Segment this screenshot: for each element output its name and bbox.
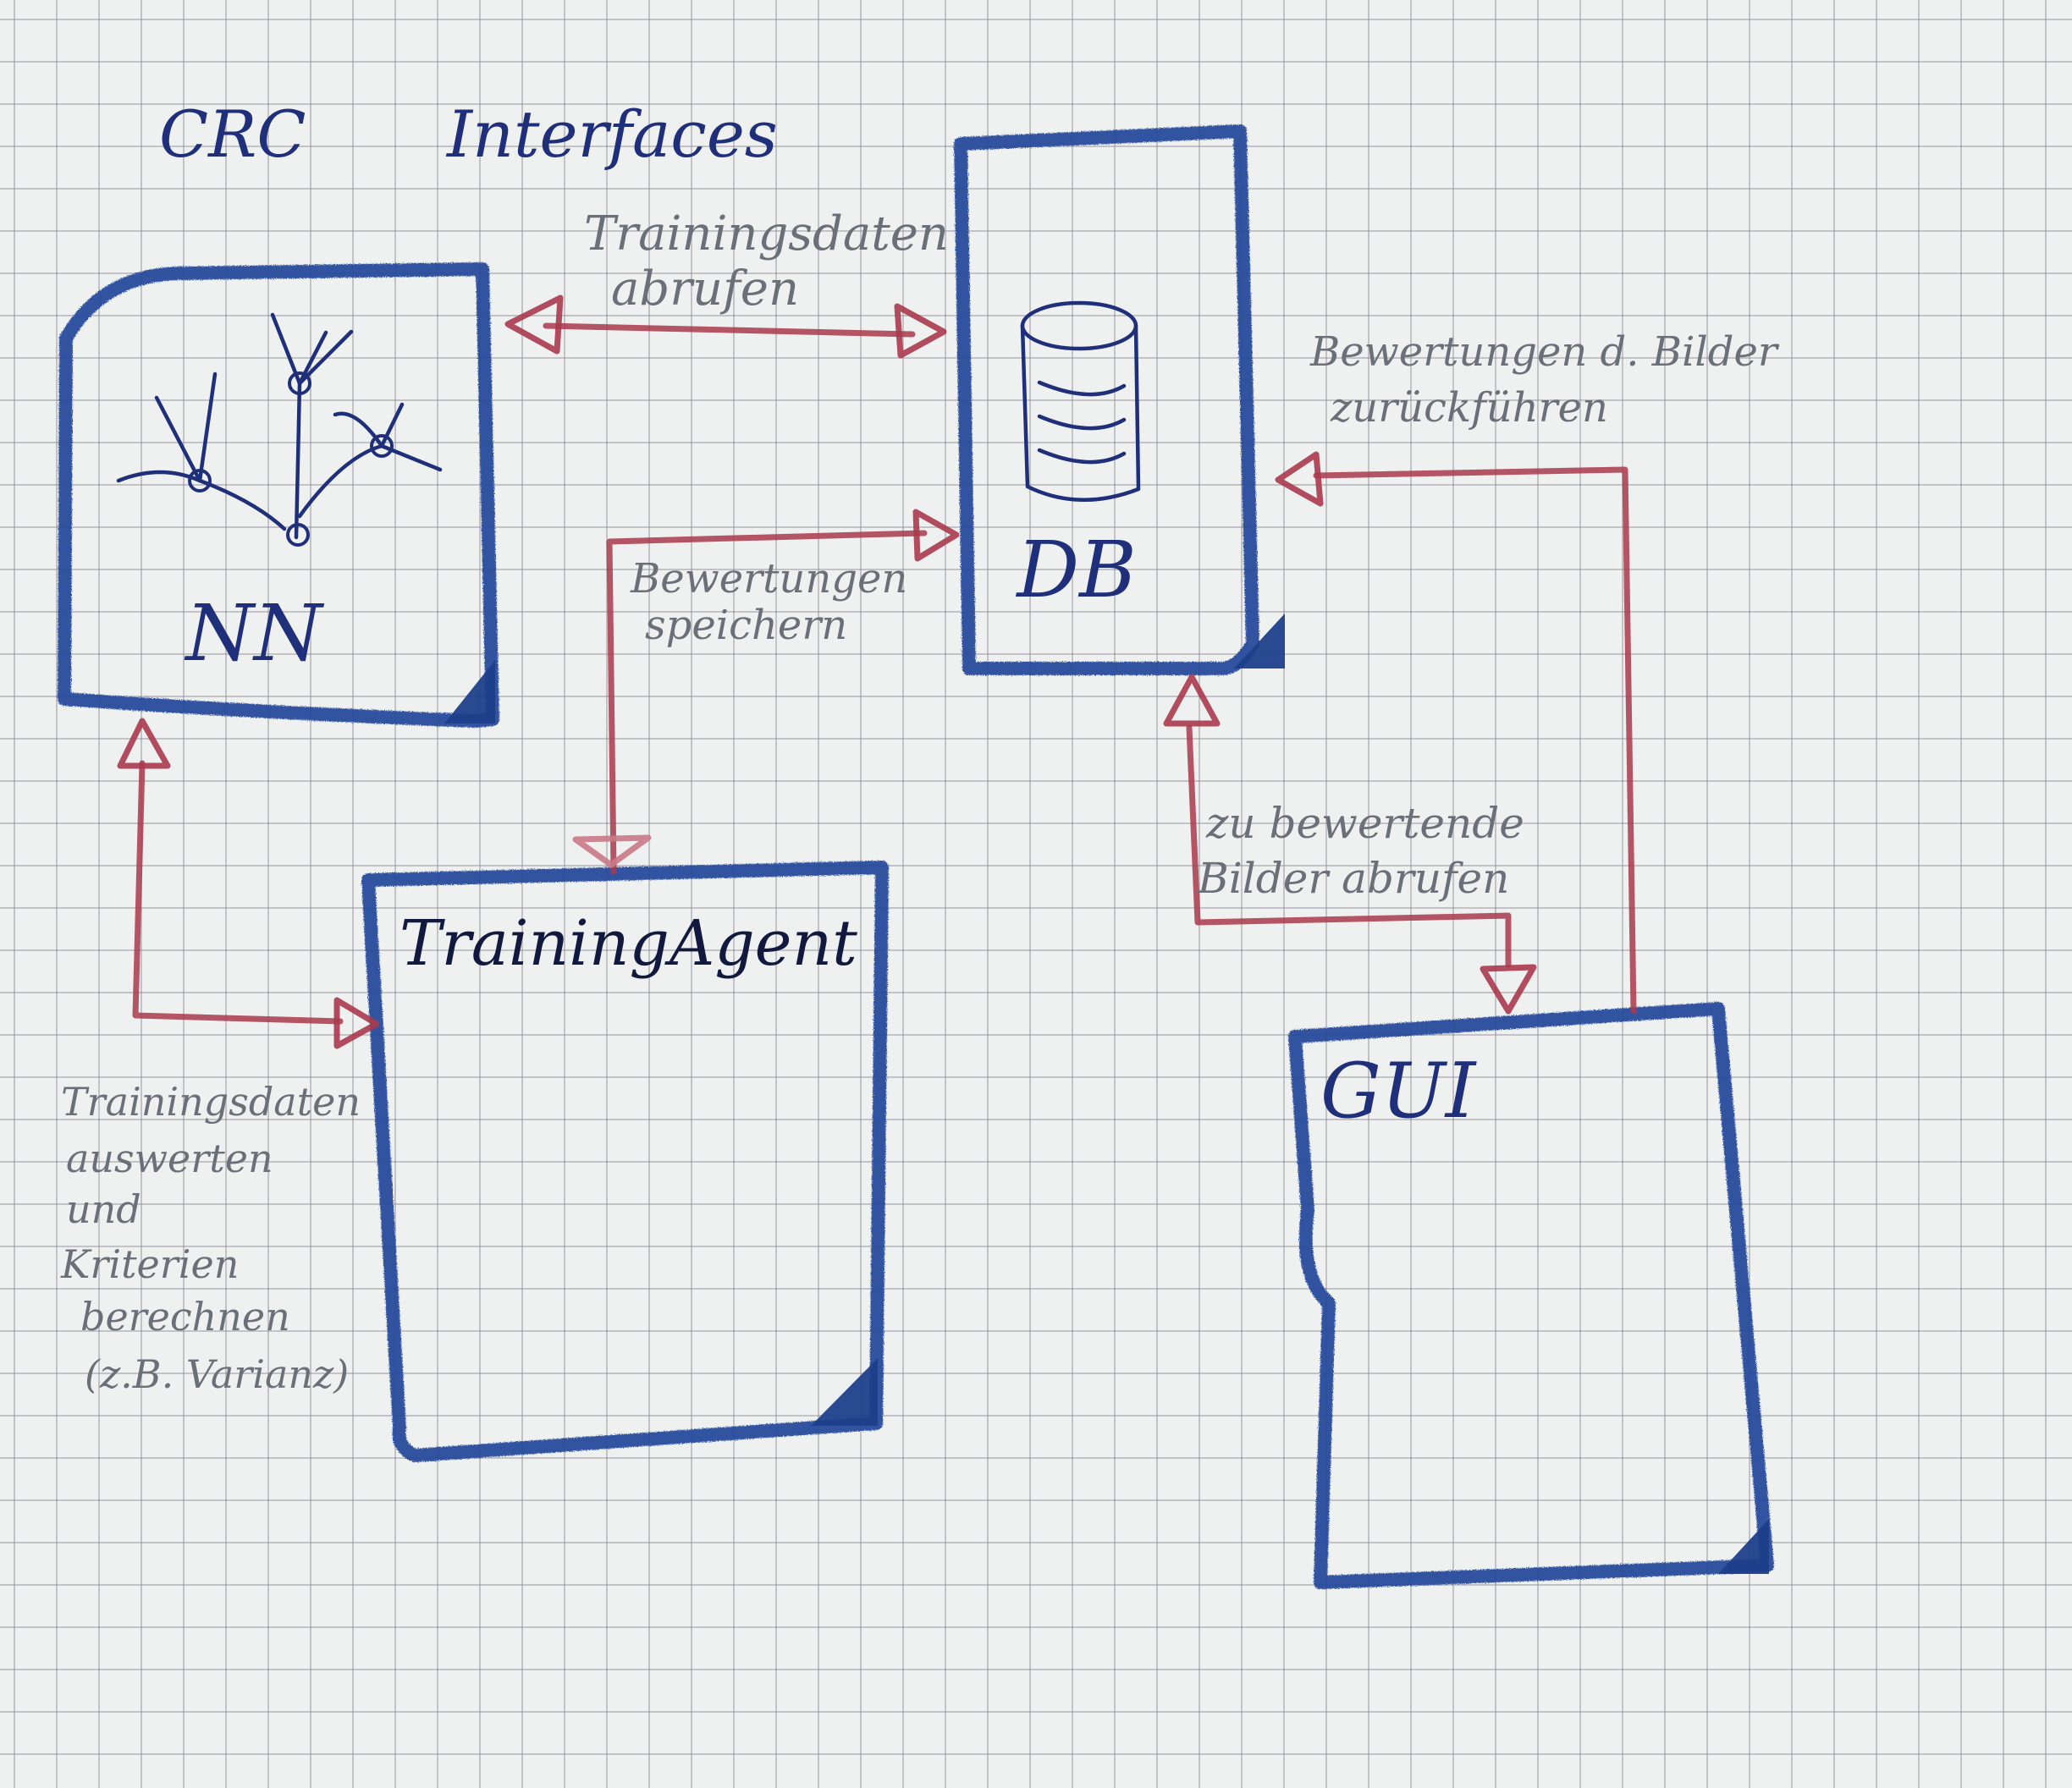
connector-gui-db-return-label-line1: Bewertungen d. Bilder	[1309, 328, 1780, 376]
arrowhead-into-nn-from-below	[117, 718, 171, 769]
connector-db-gui-label-line2: Bilder abrufen	[1197, 854, 1509, 903]
arrowhead-into-db-from-agent	[912, 509, 960, 562]
connector-nn-agent-label-line3: und	[66, 1186, 141, 1232]
connector-nn-agent-line	[132, 760, 344, 1025]
arrowhead-into-db-from-gui	[1275, 451, 1324, 507]
connector-nn-db: Trainingsdaten abrufen	[504, 206, 949, 359]
database-icon	[1020, 300, 1141, 502]
connector-nn-agent-label-line6: (z.B. Varianz)	[85, 1351, 349, 1397]
connector-agent-db: Bewertungen speichern	[572, 509, 960, 875]
gui-box-outline	[1288, 1002, 1774, 1589]
connector-nn-agent-label-line2: auswerten	[66, 1136, 273, 1181]
arrowhead-into-gui	[1480, 964, 1537, 1015]
nn-box-fold-corner	[444, 660, 495, 723]
connector-nn-db-label-line2: abrufen	[611, 261, 799, 316]
connector-nn-db-label-line1: Trainingsdaten	[584, 206, 949, 261]
connector-nn-db-line	[543, 322, 916, 338]
training-agent-box-label: TrainingAgent	[400, 907, 857, 980]
diagram-title: CRC Interfaces	[159, 96, 778, 172]
connector-agent-db-label-line1: Bewertungen	[630, 555, 907, 602]
training-agent-box-outline	[361, 861, 889, 1462]
connector-agent-db-label-line2: speichern	[645, 602, 847, 649]
connector-nn-agent-label: Trainingsdaten auswerten und Kriterien b…	[60, 1079, 361, 1397]
connector-db-gui-line	[1186, 724, 1512, 968]
training-agent-box: TrainingAgent	[361, 861, 889, 1462]
connector-agent-db-line	[606, 530, 928, 875]
title-crc: CRC	[159, 96, 306, 172]
nn-box: NN	[58, 262, 499, 728]
connector-gui-db-return: Bewertungen d. Bilder zurückführen	[1275, 328, 1780, 1015]
connector-nn-agent: Trainingsdaten auswerten und Kriterien b…	[60, 718, 380, 1397]
training-agent-box-fold-corner	[811, 1358, 878, 1426]
db-box-outline	[954, 124, 1259, 675]
arrowhead-into-training-agent	[333, 997, 380, 1049]
nn-box-label: NN	[185, 588, 326, 679]
arrowhead-agent-stub	[572, 834, 652, 868]
arrowhead-into-nn	[504, 294, 564, 355]
nn-box-outline	[58, 262, 499, 728]
connector-nn-agent-label-line5: berechnen	[80, 1294, 290, 1340]
gui-box-label: GUI	[1320, 1047, 1477, 1136]
arrowhead-into-db-from-nn	[894, 303, 947, 359]
db-box: DB	[954, 124, 1285, 675]
gui-box: GUI	[1288, 1002, 1774, 1589]
connector-db-gui: zu bewertende Bilder abrufen	[1163, 674, 1537, 1015]
gui-box-fold-corner	[1718, 1519, 1769, 1574]
neural-network-icon	[116, 312, 443, 547]
db-box-label: DB	[1015, 525, 1136, 615]
connector-gui-db-return-line	[1313, 466, 1637, 1015]
connector-nn-agent-label-line1: Trainingsdaten	[61, 1079, 361, 1125]
arrowhead-into-db-from-below	[1163, 674, 1221, 727]
db-box-fold-corner	[1234, 613, 1285, 668]
connector-db-gui-label-line1: zu bewertende	[1205, 799, 1524, 848]
title-interfaces: Interfaces	[445, 96, 778, 172]
connector-gui-db-return-label-line2: zurückführen	[1330, 384, 1608, 432]
connector-nn-agent-label-line4: Kriterien	[60, 1241, 239, 1287]
